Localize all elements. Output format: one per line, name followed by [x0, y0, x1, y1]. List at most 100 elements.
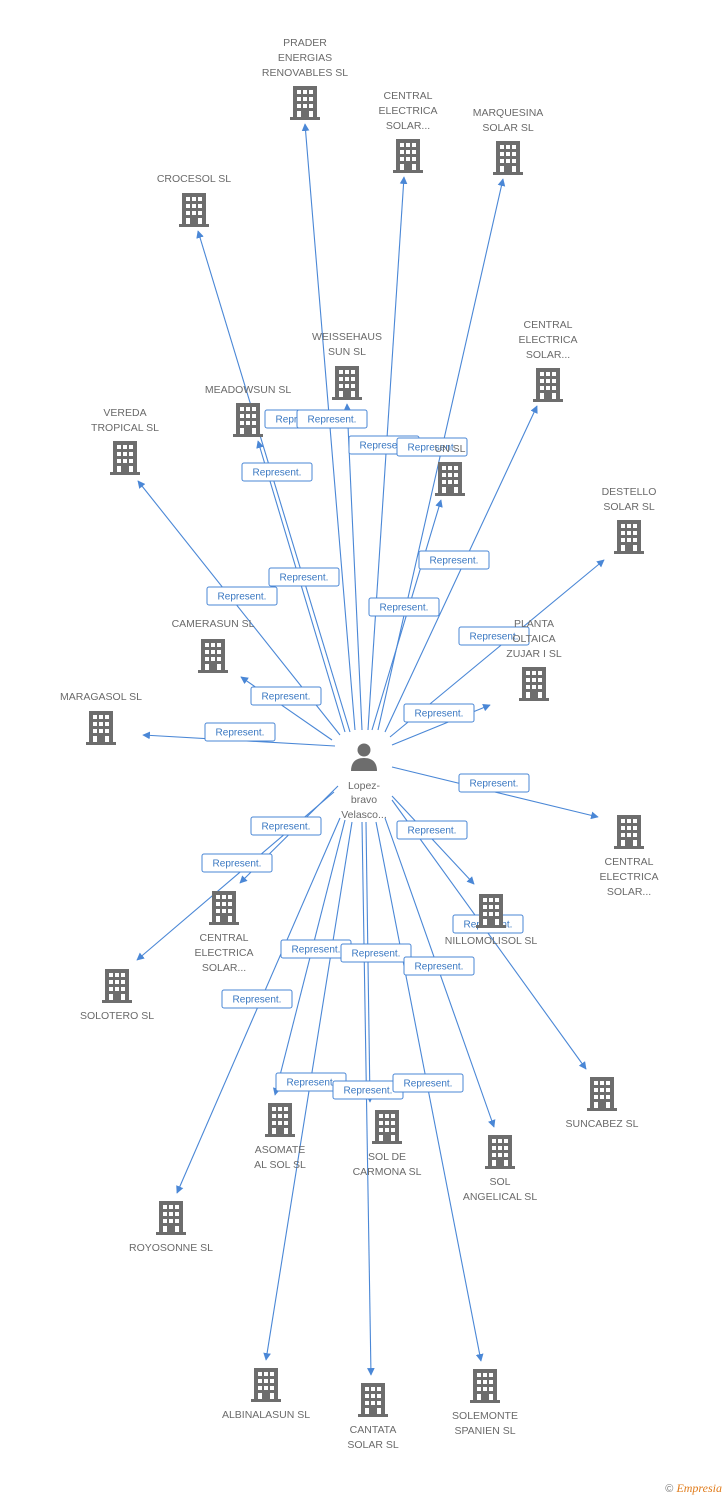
- company-label-line: CANTATA: [350, 1424, 397, 1436]
- company-label-line: SOLOTERO SL: [80, 1010, 154, 1022]
- edge-label-16[interactable]: Represent.: [396, 820, 468, 840]
- building-icon: [485, 1135, 515, 1169]
- company-label-line: PLANTA: [514, 618, 554, 630]
- building-icon: [476, 894, 506, 928]
- edge-label-13[interactable]: Represent.: [204, 722, 276, 742]
- company-label-line: SOLAR...: [607, 886, 651, 898]
- edge-label-8[interactable]: Represent.: [268, 567, 340, 587]
- edge-label-21[interactable]: Represent.: [403, 956, 475, 976]
- edge-label-box: [392, 1073, 464, 1093]
- edge-label-14[interactable]: Represent.: [458, 773, 530, 793]
- company-label-line: CENTRAL: [523, 319, 572, 331]
- watermark: © Empresia: [665, 1481, 722, 1496]
- company-label-line: ELECTRICA: [600, 871, 659, 883]
- company-node-18[interactable]: SUNCABEZ SL: [566, 1077, 639, 1130]
- company-label-line: ELECTRICA: [195, 947, 254, 959]
- building-icon: [86, 711, 116, 745]
- company-label-line: SOLAR SL: [347, 1439, 399, 1451]
- company-label-line: MARAGASOL SL: [60, 691, 142, 703]
- edge-label-box: [368, 597, 440, 617]
- company-label-line: SOLEMONTE: [452, 1410, 518, 1422]
- building-icon: [110, 441, 140, 475]
- edge-label-4[interactable]: Represent.: [206, 586, 278, 606]
- edge-label-5[interactable]: Represent.: [296, 409, 368, 429]
- company-node-7[interactable]: MEADOWSUN SL: [205, 384, 292, 437]
- edge-label-text: Represent.: [344, 1086, 393, 1097]
- building-icon: [519, 667, 549, 701]
- edge-label-19[interactable]: Represent.: [280, 939, 352, 959]
- company-label-line: OLTAICA: [512, 633, 555, 645]
- building-icon: [358, 1383, 388, 1417]
- company-node-24[interactable]: CANTATA SOLAR SL: [347, 1383, 399, 1451]
- company-node-23[interactable]: ALBINALASUN SL: [222, 1368, 310, 1421]
- company-node-16[interactable]: NILLOMOLISOL SL: [445, 894, 538, 947]
- person-icon: [351, 743, 377, 771]
- company-label-line: AL SOL SL: [254, 1159, 306, 1171]
- company-label-line: MARQUESINA: [473, 107, 544, 119]
- company-node-15[interactable]: CENTRALELECTRICASOLAR...: [195, 891, 254, 974]
- edge-label-text: Represent.: [262, 692, 311, 703]
- edge-label-17[interactable]: Represent.: [250, 816, 322, 836]
- edge-label-20[interactable]: Represent.: [340, 943, 412, 963]
- company-node-22[interactable]: ROYOSONNE SL: [129, 1201, 213, 1254]
- company-node-11[interactable]: CAMERASUN SL: [172, 618, 255, 673]
- company-label-line: CENTRAL: [604, 856, 653, 868]
- company-label-line: SUNCABEZ SL: [566, 1118, 639, 1130]
- edge-label-box: [458, 773, 530, 793]
- edge-label-box: [206, 586, 278, 606]
- company-label-line: VEREDA: [103, 407, 146, 419]
- edge-label-25[interactable]: Represent.: [392, 1073, 464, 1093]
- company-label-line: SOL DE: [368, 1151, 406, 1163]
- company-node-6[interactable]: CENTRALELECTRICASOLAR...: [519, 319, 578, 402]
- edge-label-11[interactable]: Represent.: [250, 686, 322, 706]
- edge-label-7[interactable]: Represent.: [241, 462, 313, 482]
- company-node-2[interactable]: CENTRALELECTRICASOLAR...: [379, 90, 438, 173]
- company-node-14[interactable]: CENTRAL ELECTRICA SOLAR...: [600, 815, 659, 898]
- company-label-line: SOL: [489, 1176, 510, 1188]
- building-icon: [493, 141, 523, 175]
- edge-label-box: [458, 626, 530, 646]
- edge-label-text: Represent.: [415, 962, 464, 973]
- edge-label-text: Represent.: [253, 468, 302, 479]
- edge-label-9[interactable]: Represent.: [368, 597, 440, 617]
- company-label-line: UN SL: [435, 443, 466, 455]
- edge-label-text: Represent.: [470, 779, 519, 790]
- edge-label-text: Represent.: [216, 728, 265, 739]
- company-label-line: CAMERASUN SL: [172, 618, 255, 630]
- edge-label-15[interactable]: Represent.: [201, 853, 273, 873]
- edge-label-box: [241, 462, 313, 482]
- edge-label-box: [250, 816, 322, 836]
- edge-label-6[interactable]: Represent.: [418, 550, 490, 570]
- company-node-13[interactable]: MARAGASOL SL: [60, 691, 142, 745]
- edge-label-12[interactable]: Represent.: [403, 703, 475, 723]
- center-label-line-2: bravo: [351, 794, 377, 806]
- edge-label-10[interactable]: Represent.: [458, 626, 530, 646]
- company-node-4[interactable]: CROCESOL SL: [157, 173, 231, 227]
- copyright-symbol: ©: [665, 1483, 674, 1495]
- company-label-line: ELECTRICA: [519, 334, 578, 346]
- center-person[interactable]: Lopez- bravo Velasco...: [341, 743, 387, 822]
- edge-label-3[interactable]: Represent.: [396, 437, 468, 457]
- company-node-9[interactable]: UN SL: [435, 443, 466, 496]
- company-label-line: ALBINALASUN SL: [222, 1409, 310, 1421]
- building-icon: [233, 403, 263, 437]
- company-label-line: WEISSEHAUS: [312, 331, 382, 343]
- company-node-17[interactable]: SOLOTERO SL: [80, 969, 154, 1022]
- building-icon: [102, 969, 132, 1003]
- edge-label-text: Represent.: [430, 556, 479, 567]
- edge-label-box: [403, 703, 475, 723]
- edge-label-text: Represent.: [380, 603, 429, 614]
- edge-label-22[interactable]: Represent.: [221, 989, 293, 1009]
- building-icon: [614, 815, 644, 849]
